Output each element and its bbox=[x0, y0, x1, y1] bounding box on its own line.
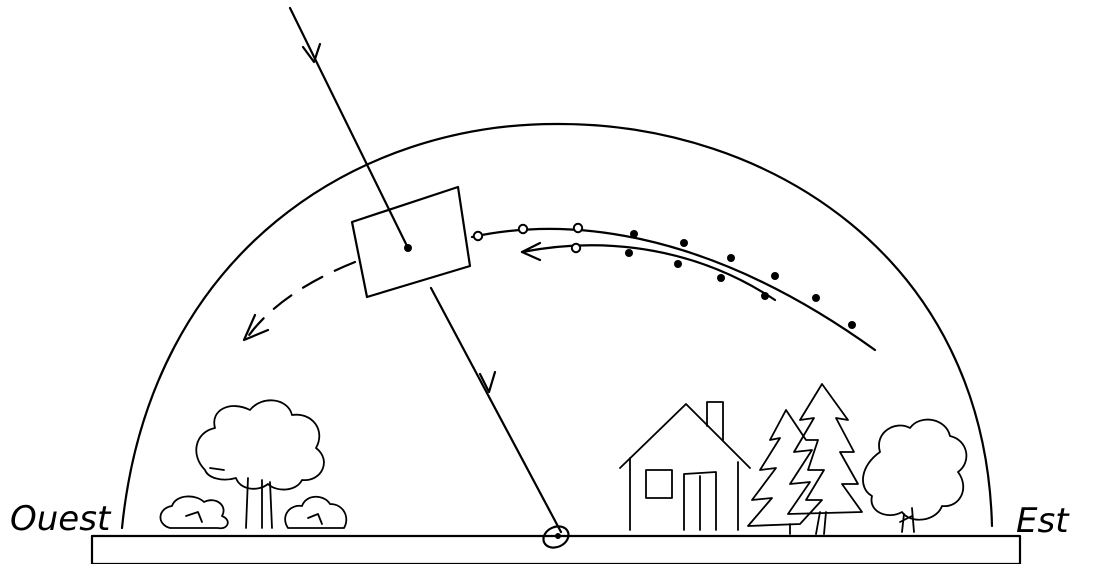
west-bush-left bbox=[160, 496, 227, 528]
dashed-west-arrow bbox=[244, 262, 355, 340]
lower-path-arrowhead bbox=[522, 243, 540, 260]
house bbox=[620, 402, 750, 530]
reflected-ray bbox=[431, 288, 561, 532]
conifer-tree-right bbox=[788, 384, 862, 534]
ground-plate bbox=[92, 536, 1020, 564]
conifer-tree-left bbox=[748, 410, 824, 534]
sky-dome bbox=[122, 124, 992, 528]
east-label: Est bbox=[1016, 501, 1070, 541]
sun-path-upper bbox=[472, 224, 875, 350]
west-tree bbox=[196, 400, 324, 528]
east-tree bbox=[863, 420, 966, 532]
mirror-plate bbox=[352, 187, 470, 297]
mirror-center-point bbox=[404, 244, 412, 252]
west-label: Ouest bbox=[10, 499, 112, 539]
house-window bbox=[646, 470, 672, 498]
light-spot bbox=[540, 522, 572, 551]
incident-ray bbox=[290, 8, 408, 248]
west-bush-right bbox=[285, 497, 346, 528]
